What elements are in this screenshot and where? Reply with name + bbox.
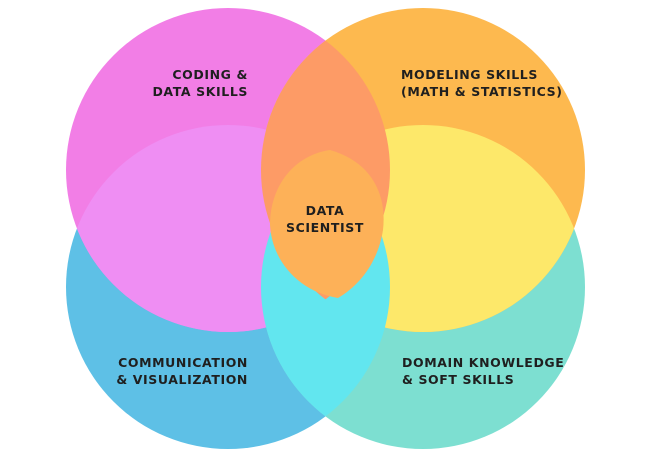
communication-visualization-label: COMMUNICATION & VISUALIZATION bbox=[96, 354, 248, 388]
data-scientist-center-region bbox=[270, 150, 384, 298]
domain-knowledge-label: DOMAIN KNOWLEDGE & SOFT SKILLS bbox=[402, 354, 572, 388]
coding-label-line-1: CODING & bbox=[172, 67, 248, 82]
modeling-skills-label: MODELING SKILLS (MATH & STATISTICS) bbox=[401, 66, 563, 100]
domain-label-line-2: & SOFT SKILLS bbox=[402, 372, 515, 387]
modeling-label-line-1: MODELING SKILLS bbox=[401, 67, 538, 82]
data-scientist-label: DATA SCIENTIST bbox=[275, 202, 375, 236]
communication-label-line-2: & VISUALIZATION bbox=[116, 372, 248, 387]
coding-label-line-2: DATA SKILLS bbox=[152, 84, 248, 99]
coding-data-skills-label: CODING & DATA SKILLS bbox=[120, 66, 248, 100]
center-label-line-2: SCIENTIST bbox=[286, 220, 364, 235]
communication-label-line-1: COMMUNICATION bbox=[118, 355, 248, 370]
center-label-line-1: DATA bbox=[305, 203, 345, 218]
modeling-label-line-2: (MATH & STATISTICS) bbox=[401, 84, 563, 99]
domain-label-line-1: DOMAIN KNOWLEDGE bbox=[402, 355, 565, 370]
